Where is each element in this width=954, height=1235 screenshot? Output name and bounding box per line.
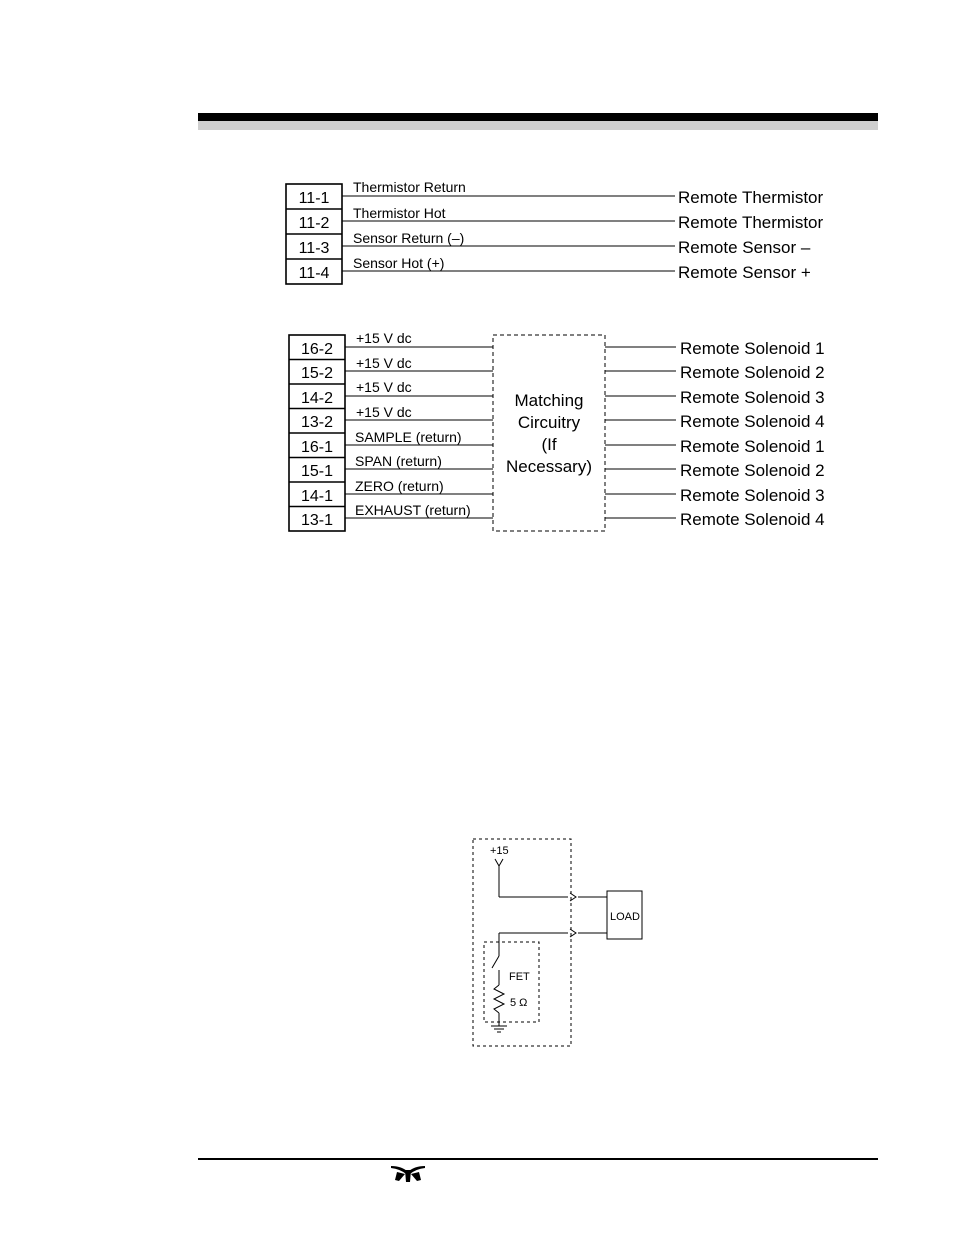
matching-circuitry-label: Matching xyxy=(515,391,584,410)
destination-label: Remote Thermistor xyxy=(678,213,824,232)
wire-label: +15 V dc xyxy=(356,330,412,346)
matching-circuitry-label: (If xyxy=(541,435,556,454)
destination-label: Remote Solenoid 2 xyxy=(680,461,825,480)
wire-label: SAMPLE (return) xyxy=(355,429,462,445)
terminal-label: 13-1 xyxy=(301,512,333,529)
destination-label: Remote Sensor + xyxy=(678,263,811,282)
teledyne-logo-icon xyxy=(391,1166,425,1182)
wire-label: SPAN (return) xyxy=(355,453,442,469)
wire-label: Thermistor Return xyxy=(353,179,466,195)
wire-label: Sensor Hot (+) xyxy=(353,255,444,271)
terminal-label: 14-1 xyxy=(301,488,333,505)
terminal-label: 16-1 xyxy=(301,439,333,456)
fet-label: FET xyxy=(509,971,530,983)
solenoid-wires-right xyxy=(605,346,676,519)
matching-circuitry-box xyxy=(492,334,606,532)
destination-label: Remote Solenoid 4 xyxy=(680,510,825,529)
fet-driver-circuit xyxy=(472,838,643,1047)
solenoid-terminal-block xyxy=(288,334,346,532)
terminal-label: 11-3 xyxy=(299,240,330,257)
terminal-label: 15-2 xyxy=(301,365,333,382)
wire-label: EXHAUST (return) xyxy=(355,502,471,518)
wire-label: Sensor Return (–) xyxy=(353,230,464,246)
destination-label: Remote Solenoid 4 xyxy=(680,412,825,431)
resistor-label: 5 Ω xyxy=(510,997,527,1009)
terminal-label: 11-1 xyxy=(299,190,330,207)
supply-label: +15 xyxy=(490,845,509,857)
terminal-label: 11-4 xyxy=(299,265,330,282)
wire-label: +15 V dc xyxy=(356,404,412,420)
wire-label: +15 V dc xyxy=(356,379,412,395)
terminal-label: 11-2 xyxy=(299,215,330,232)
destination-label: Remote Sensor – xyxy=(678,238,811,257)
wire-label: +15 V dc xyxy=(356,355,412,371)
header-rule xyxy=(198,113,878,121)
matching-circuitry-label: Necessary) xyxy=(506,457,592,476)
terminal-label: 15-1 xyxy=(301,463,333,480)
destination-label: Remote Solenoid 2 xyxy=(680,363,825,382)
destination-label: Remote Solenoid 3 xyxy=(680,388,825,407)
matching-circuitry-label: Circuitry xyxy=(518,413,581,432)
destination-label: Remote Solenoid 1 xyxy=(680,339,825,358)
terminal-label: 14-2 xyxy=(301,390,333,407)
destination-label: Remote Thermistor xyxy=(678,188,824,207)
destination-label: Remote Solenoid 3 xyxy=(680,486,825,505)
thermistor-wires xyxy=(342,195,675,272)
footer-rule xyxy=(198,1158,878,1160)
destination-label: Remote Solenoid 1 xyxy=(680,437,825,456)
header-rule-shade xyxy=(198,121,878,130)
terminal-label: 13-2 xyxy=(301,414,333,431)
wire-label: Thermistor Hot xyxy=(353,205,446,221)
terminal-label: 16-2 xyxy=(301,341,333,358)
solenoid-wires-left xyxy=(345,346,493,519)
thermistor-terminal-block xyxy=(285,183,343,285)
wire-label: ZERO (return) xyxy=(355,478,444,494)
load-label: LOAD xyxy=(610,911,640,923)
